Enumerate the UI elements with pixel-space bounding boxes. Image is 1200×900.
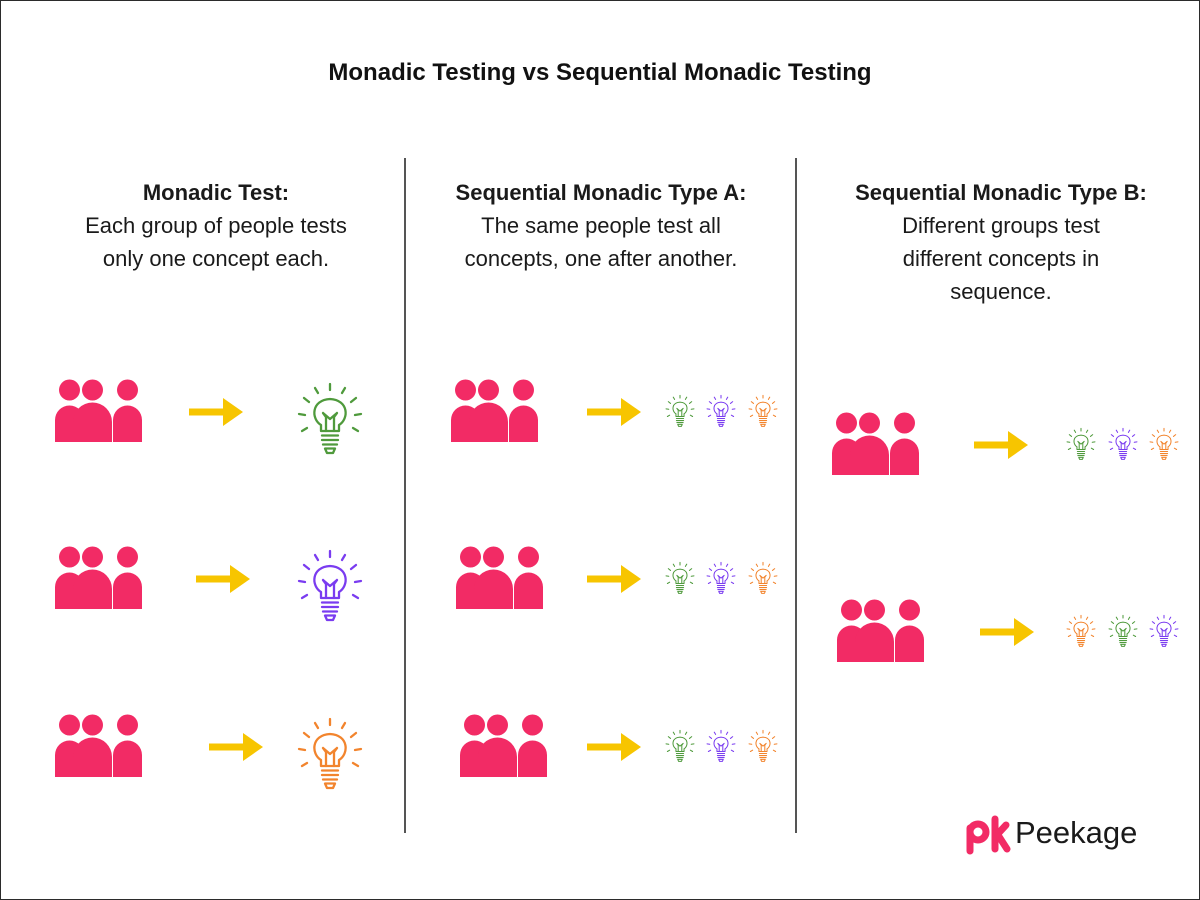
column-title: Sequential Monadic Type B: <box>855 180 1147 205</box>
arrow-right-icon <box>196 565 250 593</box>
lightbulb-icon <box>748 729 778 762</box>
brand-name: Peekage <box>1015 815 1138 850</box>
column-description-line: different concepts in <box>902 246 1100 271</box>
column-description-line: concepts, one after another. <box>464 246 738 271</box>
arrow-right-icon <box>974 431 1028 459</box>
lightbulb-icon <box>297 549 363 622</box>
arrow-right-icon <box>209 733 263 761</box>
lightbulb-icon <box>1066 614 1096 647</box>
lightbulb-icon <box>748 394 778 427</box>
people-group-icon <box>55 379 142 442</box>
lightbulb-icon <box>706 394 736 427</box>
lightbulb-icon <box>1149 614 1179 647</box>
lightbulb-icon <box>1108 427 1138 460</box>
arrow-right-icon <box>587 398 641 426</box>
people-group-icon <box>451 379 538 442</box>
arrow-right-icon <box>587 733 641 761</box>
arrow-right-icon <box>980 618 1034 646</box>
lightbulb-icon <box>665 729 695 762</box>
column-heading-monadic: Monadic Test: Each group of people tests… <box>36 176 396 275</box>
lightbulb-icon <box>1108 614 1138 647</box>
column-description-line: sequence. <box>950 279 1052 304</box>
page-title: Monadic Testing vs Sequential Monadic Te… <box>328 59 872 86</box>
people-group-icon <box>456 546 543 609</box>
column-divider <box>404 158 406 833</box>
column-title: Sequential Monadic Type A: <box>455 180 747 205</box>
peekage-logo-icon <box>966 815 1011 855</box>
column-divider <box>795 158 797 833</box>
lightbulb-icon <box>297 382 363 455</box>
people-group-icon <box>832 412 919 475</box>
lightbulb-icon <box>748 561 778 594</box>
lightbulb-icon <box>297 717 363 790</box>
column-description-line: Different groups test <box>902 213 1100 238</box>
column-heading-sequential-a: Sequential Monadic Type A: The same peop… <box>421 176 781 275</box>
people-group-icon <box>837 599 924 662</box>
people-group-icon <box>55 546 142 609</box>
column-heading-sequential-b: Sequential Monadic Type B: Different gro… <box>821 176 1181 308</box>
lightbulb-icon <box>665 394 695 427</box>
column-description-line: Each group of people tests <box>85 213 347 238</box>
lightbulb-icon <box>706 561 736 594</box>
arrow-right-icon <box>189 398 243 426</box>
column-title: Monadic Test: <box>142 180 290 205</box>
brand-logo: Peekage <box>965 813 1155 857</box>
people-group-icon <box>460 714 547 777</box>
people-group-icon <box>55 714 142 777</box>
lightbulb-icon <box>1149 427 1179 460</box>
lightbulb-icon <box>1066 427 1096 460</box>
lightbulb-icon <box>665 561 695 594</box>
column-description-line: The same people test all <box>481 213 721 238</box>
lightbulb-icon <box>706 729 736 762</box>
arrow-right-icon <box>587 565 641 593</box>
column-description-line: only one concept each. <box>102 246 330 271</box>
